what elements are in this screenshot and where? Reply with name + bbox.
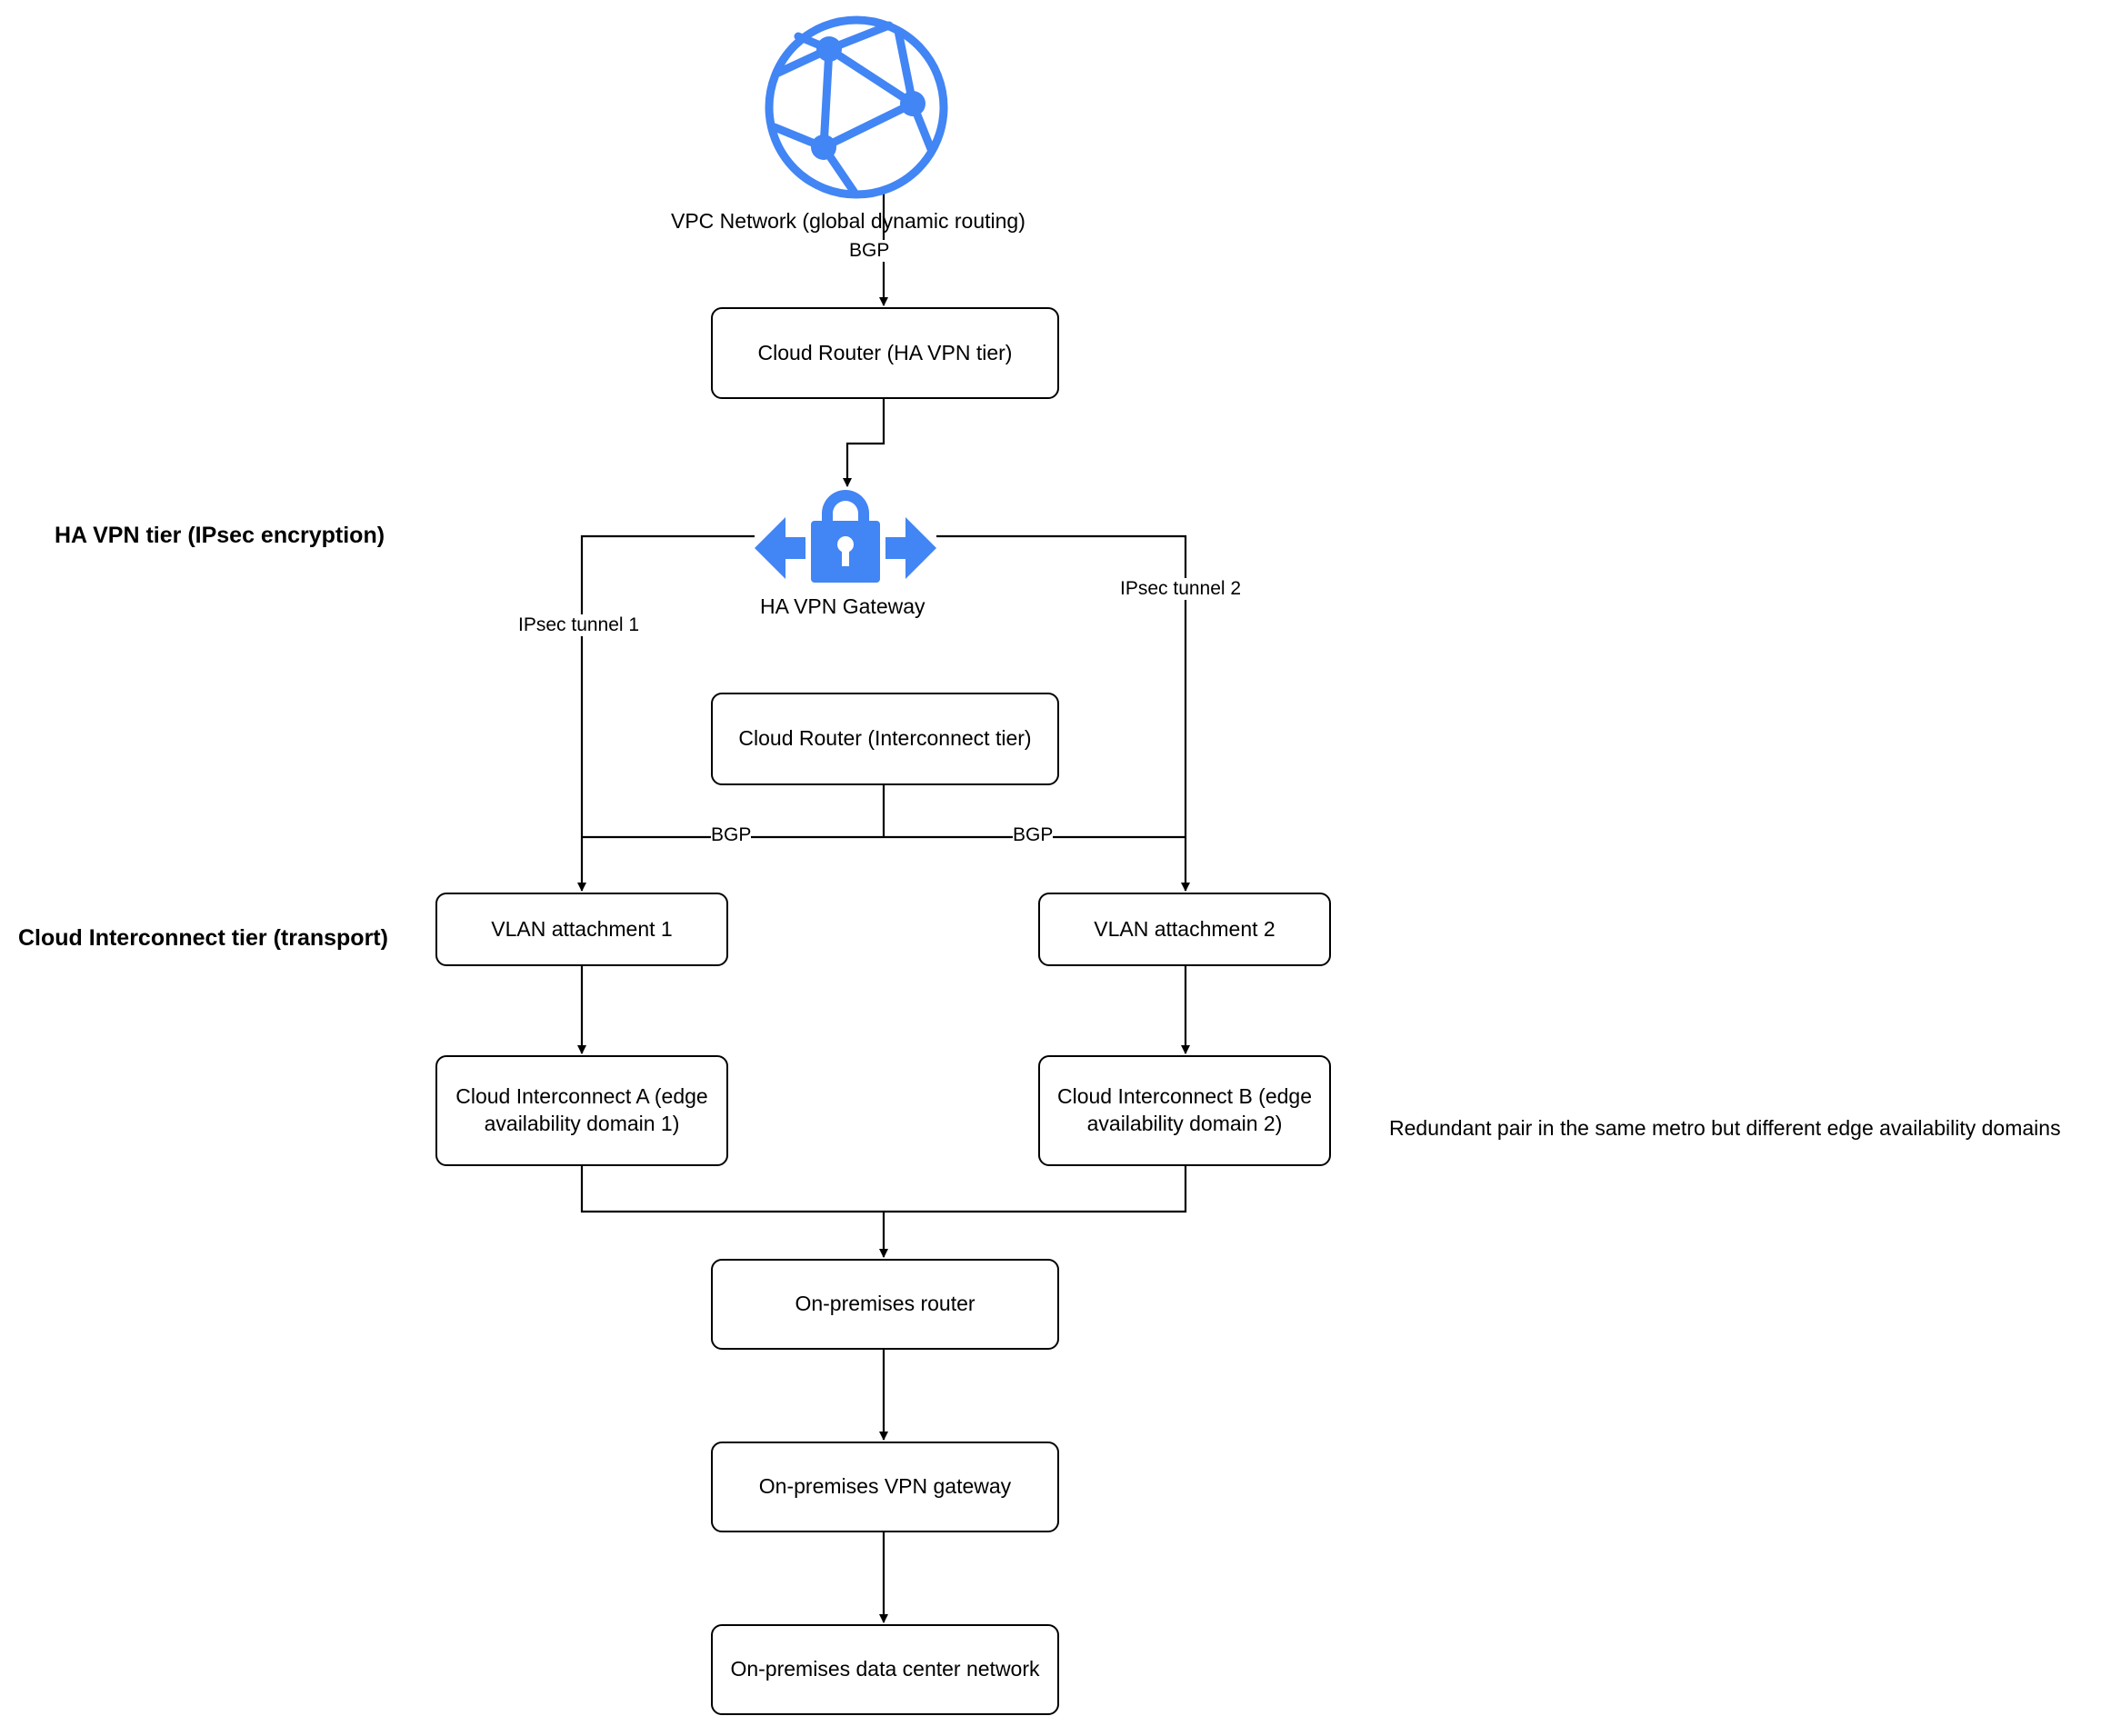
ha-vpn-gateway-label: HA VPN Gateway [760,594,925,618]
edge-ipsec-tunnel-2 [936,534,1190,892]
on-premises-data-center-network[interactable]: On-premises data center network [711,1624,1059,1715]
tier-label-ha-vpn: HA VPN tier (IPsec encryption) [55,523,385,548]
cloud-router-interconnect[interactable]: Cloud Router (Interconnect tier) [711,693,1059,785]
on-premises-vpn-gateway[interactable]: On-premises VPN gateway [711,1442,1059,1532]
bgp-label-left: BGP [711,824,752,847]
vlan-attachment-1[interactable]: VLAN attachment 1 [435,893,728,966]
edge-bgp-router-to-vlans [582,785,1186,839]
edge-ic-to-onprem-router [580,1166,1187,1257]
cloud-interconnect-a[interactable]: Cloud Interconnect A (edge availability … [435,1055,728,1166]
vpn-gateway-lock-icon [755,490,936,583]
vlan-attachment-2[interactable]: VLAN attachment 2 [1038,893,1331,966]
ipsec-tunnel-1-label: IPsec tunnel 1 [518,614,640,637]
tier-label-interconnect: Cloud Interconnect tier (transport) [18,925,388,951]
edge-router-to-gateway [843,399,885,487]
redundancy-note: Redundant pair in the same metro but dif… [1389,1116,2061,1140]
cloud-interconnect-b[interactable]: Cloud Interconnect B (edge availability … [1038,1055,1331,1166]
vpc-network-label: VPC Network (global dynamic routing) [671,209,1025,233]
bgp-label-vpc: BGP [849,240,890,263]
on-premises-router[interactable]: On-premises router [711,1259,1059,1350]
network-globe-icon [765,15,948,199]
bgp-label-right: BGP [1013,824,1054,847]
edge-ipsec-tunnel-1 [577,534,755,892]
cloud-router-ha-vpn[interactable]: Cloud Router (HA VPN tier) [711,307,1059,399]
ipsec-tunnel-2-label: IPsec tunnel 2 [1120,578,1242,601]
